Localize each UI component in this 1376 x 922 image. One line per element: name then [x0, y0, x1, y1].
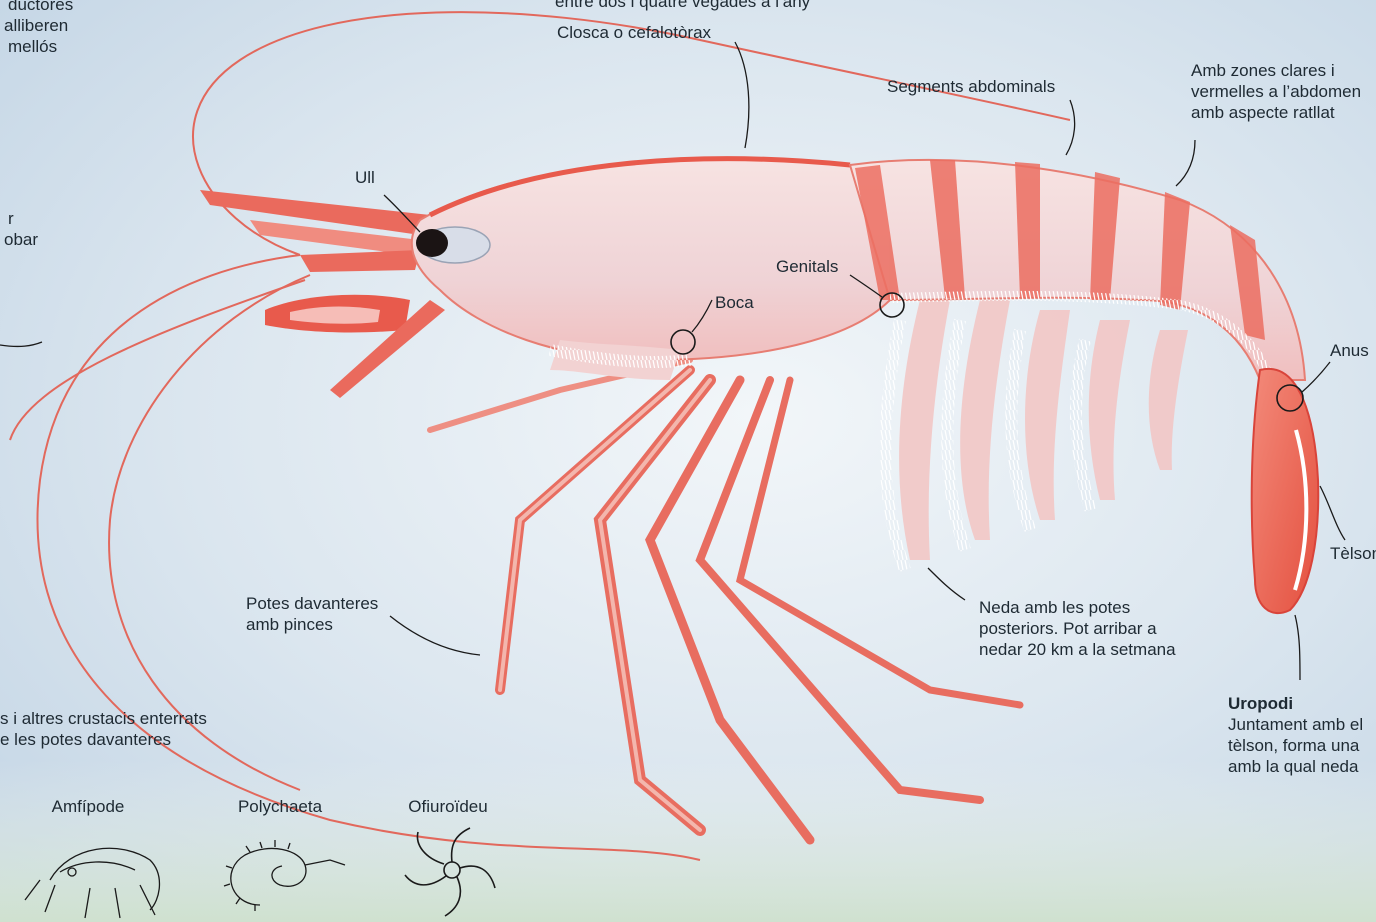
stripes-label-line3: amb aspecte ratllat — [1191, 102, 1361, 123]
swimming-line1: Neda amb les potes — [979, 597, 1176, 618]
anus-label: Anus — [1330, 340, 1369, 361]
left-top-line2: alliberen — [0, 15, 73, 36]
uropod-line1: Juntament amb el — [1228, 714, 1363, 735]
eye-label: Ull — [355, 167, 375, 188]
mouth-label: Boca — [715, 292, 754, 313]
front-legs-line1: Potes davanteres — [246, 593, 378, 614]
closca-label: Closca o cefalotòrax — [557, 22, 711, 43]
left-mid-partial-label: r obar — [0, 208, 38, 250]
front-legs-line2: amb pinces — [246, 614, 378, 635]
segments-label: Segments abdominals — [887, 76, 1055, 97]
front-legs-label: Potes davanteres amb pinces — [246, 593, 378, 635]
left-top-line3: mellós — [0, 36, 73, 57]
prey-label-brittle-star: Ofiuroïdeu — [393, 796, 503, 817]
top-partial-label: entre dos i quatre vegades a l’any — [555, 0, 810, 12]
bottom-partial-label: s i altres crustacis enterrats e les pot… — [0, 708, 207, 750]
stripes-label: Amb zones clares i vermelles a l’abdomen… — [1191, 60, 1361, 123]
stripes-label-line2: vermelles a l’abdomen — [1191, 81, 1361, 102]
swimming-line2: posteriors. Pot arribar a — [979, 618, 1176, 639]
uropod-label: Uropodi Juntament amb el tèlson, forma u… — [1228, 693, 1363, 777]
swimming-line3: nedar 20 km a la setmana — [979, 639, 1176, 660]
left-mid-line1: r — [0, 208, 38, 229]
swimming-label: Neda amb les potes posteriors. Pot arrib… — [979, 597, 1176, 660]
left-mid-line2: obar — [0, 229, 38, 250]
eye — [416, 229, 448, 257]
uropod-line2: tèlson, forma una — [1228, 735, 1363, 756]
prey-label-polychaete: Polychaeta — [225, 796, 335, 817]
bottom-line1: s i altres crustacis enterrats — [0, 708, 207, 729]
genitals-label: Genitals — [776, 256, 838, 277]
uropod-title: Uropodi — [1228, 693, 1363, 714]
bottom-line2: e les potes davanteres — [0, 729, 207, 750]
telson-label: Tèlson — [1330, 543, 1376, 564]
left-top-partial-label: ductores alliberen mellós — [0, 0, 73, 57]
uropod-line3: amb la qual neda — [1228, 756, 1363, 777]
stripes-label-line1: Amb zones clares i — [1191, 60, 1361, 81]
sea-floor — [0, 760, 1376, 922]
prey-label-amphipod: Amfípode — [40, 796, 136, 817]
left-top-line1: ductores — [0, 0, 73, 15]
